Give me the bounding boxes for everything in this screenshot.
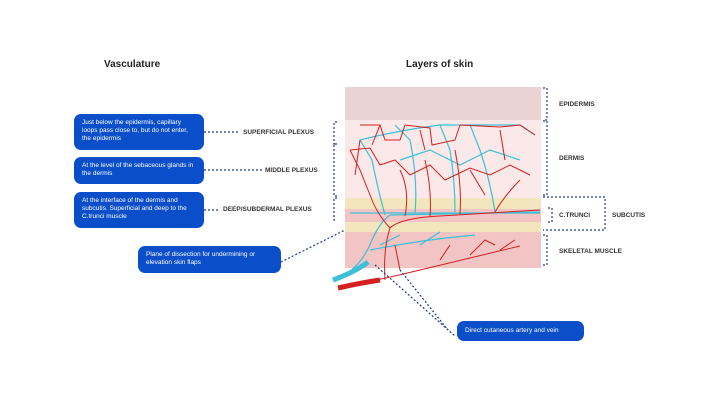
epidermis-layer: [345, 87, 541, 120]
muscle-layer: [345, 232, 541, 268]
middle-plexus-label: MIDDLE PLEXUS: [265, 167, 318, 174]
subcutis-upper-layer: [345, 198, 541, 209]
leader-lines: [204, 87, 606, 337]
layers-of-skin-title: Layers of skin: [406, 59, 474, 70]
arteries: [339, 124, 541, 288]
subcutis-label: SUBCUTIS: [612, 212, 646, 219]
subcutis-lower-layer: [345, 222, 541, 232]
superficial-plexus-description: Just below the epidermis, capillary loop…: [74, 114, 204, 150]
ctrunci-label: C.TRUNCI: [559, 212, 591, 219]
cutaneous-vein: [332, 259, 370, 283]
dissection-plane-description: Plane of dissection for undermining or e…: [138, 246, 281, 273]
veins: [334, 124, 541, 281]
skeletal-muscle-label: SKELETAL MUSCLE: [559, 248, 622, 255]
epidermis-label: EPIDERMIS: [559, 101, 595, 108]
vasculature-title: Vasculature: [104, 59, 161, 70]
deep-plexus-description: At the interface of the dermis and subcu…: [74, 192, 204, 228]
cutaneous-vessel-description: Direct cutaneous artery and vein: [457, 321, 584, 341]
cutaneous-artery: [337, 277, 381, 291]
deep-plexus-label: DEEP/SUBDERMAL PLEXUS: [223, 206, 312, 213]
superficial-plexus-label: SUPERFICIAL PLEXUS: [243, 129, 315, 136]
dermis-label: DERMIS: [559, 155, 585, 162]
middle-plexus-description: At the level of the sebaceous glands in …: [74, 157, 204, 184]
